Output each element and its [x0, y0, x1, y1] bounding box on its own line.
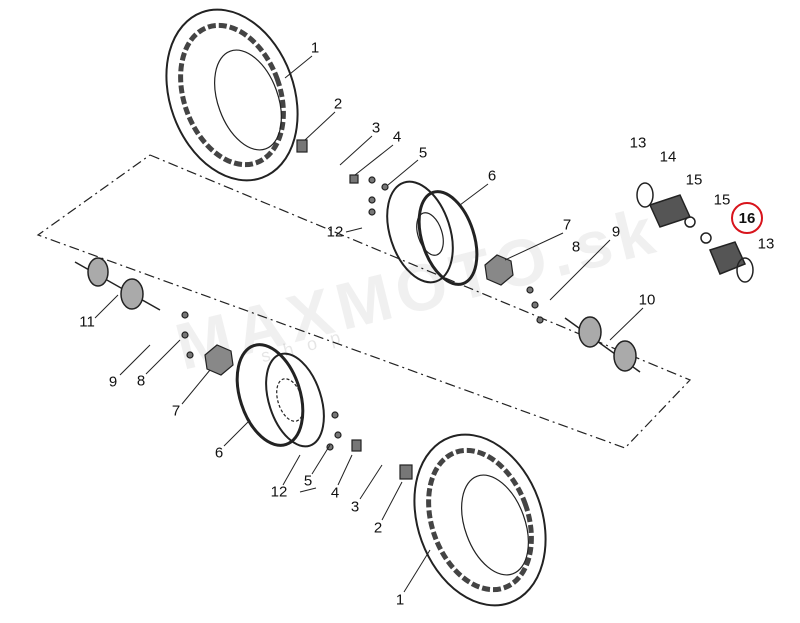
hub-bottom — [204, 344, 234, 376]
highlighted-callout-label: 16 — [731, 202, 763, 234]
callout-label: 3 — [350, 498, 360, 516]
callout-label: 9 — [611, 223, 621, 241]
small-parts — [181, 139, 544, 480]
callout-label: 10 — [638, 291, 656, 309]
callout-label: 12 — [326, 223, 344, 241]
rim-top — [386, 180, 479, 286]
boot-kit — [636, 182, 754, 283]
callout-label: 6 — [214, 444, 224, 462]
callout-label: 1 — [395, 591, 405, 609]
callout-label: 8 — [571, 238, 581, 256]
callout-label: 12 — [270, 483, 288, 501]
callout-label: 2 — [333, 95, 343, 113]
callout-label: 7 — [171, 402, 181, 420]
callout-label: 4 — [392, 128, 402, 146]
callout-label: 6 — [487, 167, 497, 185]
callout-label: 8 — [136, 372, 146, 390]
callout-label: 15 — [685, 171, 703, 189]
callout-label: 14 — [659, 148, 677, 166]
callout-label: 4 — [330, 484, 340, 502]
hub-top — [484, 254, 514, 286]
callout-label: 11 — [79, 313, 95, 331]
callout-label: 5 — [303, 472, 313, 490]
callout-label: 13 — [757, 235, 775, 253]
axle-left — [74, 257, 161, 311]
axle-right — [564, 316, 641, 373]
callout-label: 15 — [713, 191, 731, 209]
callout-label: 2 — [373, 519, 383, 537]
rim-bottom — [235, 343, 325, 448]
callout-label: 7 — [562, 216, 572, 234]
tire-top — [165, 8, 299, 182]
callout-label: 13 — [629, 134, 647, 152]
tire-bottom — [413, 433, 547, 607]
callout-label: 5 — [418, 144, 428, 162]
leader-lines — [94, 55, 644, 593]
assembly-outline — [36, 154, 692, 449]
callout-label: 1 — [310, 39, 320, 57]
callout-label: 3 — [371, 119, 381, 137]
callout-label: 9 — [108, 373, 118, 391]
